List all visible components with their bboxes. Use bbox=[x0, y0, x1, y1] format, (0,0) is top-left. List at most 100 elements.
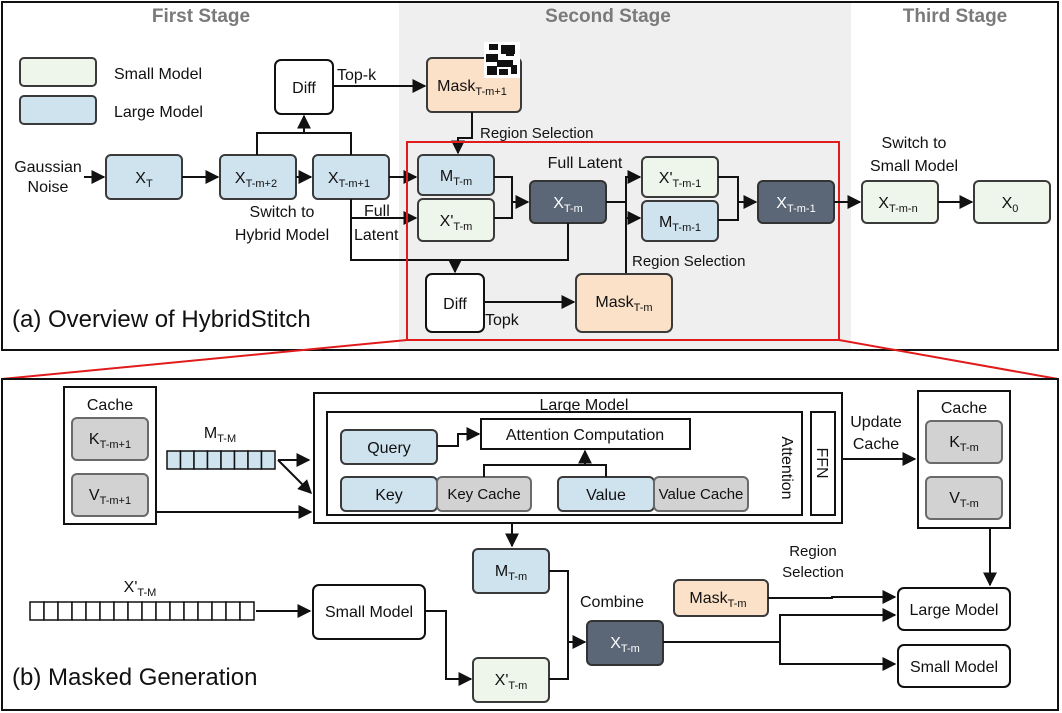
small-model-label: Small Model bbox=[325, 604, 413, 621]
small-token-cell bbox=[155, 601, 171, 621]
stage-second-title: Second Stage bbox=[545, 6, 671, 27]
combined-latent-output-label: XT-m bbox=[610, 635, 640, 655]
region-selection-b-label-2: Selection bbox=[782, 564, 844, 581]
cache-left-v-label: VT-m+1 bbox=[89, 487, 131, 507]
output-small-model-box bbox=[897, 644, 1011, 688]
small-token-label: X'T-M bbox=[124, 579, 157, 599]
small-token-cell bbox=[57, 601, 73, 621]
gaussian-noise-label-2: Noise bbox=[28, 179, 69, 196]
combine-label: Combine bbox=[580, 594, 644, 611]
update-cache-label-1: Update bbox=[850, 414, 902, 431]
legend-large-swatch bbox=[19, 95, 97, 125]
mask-token-strip bbox=[166, 450, 276, 470]
small-token-cell bbox=[141, 601, 157, 621]
switch-hybrid-label-1: Switch to bbox=[250, 204, 315, 221]
cache-right-v-label: VT-m bbox=[949, 490, 979, 510]
overview-frame bbox=[1, 1, 1059, 351]
latent-xt-label: XT bbox=[135, 170, 153, 190]
topk-bottom-label: Topk bbox=[485, 312, 520, 329]
region-selection-top-label: Region Selection bbox=[480, 125, 593, 142]
update-cache-label-2: Cache bbox=[853, 436, 899, 453]
mask-latent-tm1-box bbox=[641, 200, 719, 242]
region-selection-b-label-1: Region bbox=[789, 543, 837, 560]
ffn-label: FFN bbox=[813, 447, 830, 478]
zoom-highlight-frame bbox=[406, 141, 840, 341]
output-small-model-label: Small Model bbox=[910, 659, 998, 676]
overview-caption: (a) Overview of HybridStitch bbox=[12, 306, 311, 333]
attention-label: Attention bbox=[778, 436, 795, 499]
mask-token-cell bbox=[193, 450, 209, 470]
mask-latent-output-label: MT-m bbox=[495, 563, 527, 583]
stage-third-title: Third Stage bbox=[903, 6, 1008, 27]
small-latent-tm-box bbox=[417, 198, 495, 242]
small-token-cell bbox=[197, 601, 213, 621]
mask-token-cell bbox=[247, 450, 263, 470]
small-latent-output-label: X'T-m bbox=[495, 672, 528, 692]
output-large-model-box bbox=[897, 587, 1011, 631]
combined-latent-tm-label: XT-m bbox=[553, 195, 583, 215]
value-cache-box bbox=[653, 476, 749, 512]
small-token-cell bbox=[43, 601, 59, 621]
mask-token-cell bbox=[220, 450, 236, 470]
mask-top-label: MaskT-m+1 bbox=[437, 78, 507, 98]
cache-left-k-box bbox=[71, 417, 149, 461]
mask-latent-tm-label: MT-m bbox=[440, 168, 472, 188]
switch-small-label-2: Small Model bbox=[870, 158, 958, 175]
cache-right-title: Cache bbox=[941, 400, 987, 417]
small-latent-tm-label: X'T-m bbox=[440, 213, 473, 233]
small-token-cell bbox=[127, 601, 143, 621]
stage-first-title: First Stage bbox=[152, 6, 250, 27]
latent-xtmn-box bbox=[861, 180, 939, 224]
legend-small-label: Small Model bbox=[114, 66, 202, 83]
combined-latent-tm1-label: XT-m-1 bbox=[776, 195, 815, 215]
small-token-cell bbox=[211, 601, 227, 621]
full-latent-left-label-1: Full bbox=[364, 203, 390, 220]
mask-latent-tm-box bbox=[417, 154, 495, 196]
small-latent-tm1-box bbox=[641, 156, 719, 198]
mask-output-label: MaskT-m bbox=[689, 590, 746, 610]
small-token-cell bbox=[71, 601, 87, 621]
value-cache-label: Value Cache bbox=[659, 486, 744, 503]
combined-latent-tm1-box bbox=[757, 180, 835, 224]
small-token-cell bbox=[85, 601, 101, 621]
small-token-cell bbox=[113, 601, 129, 621]
latent-x0-box bbox=[973, 180, 1051, 224]
switch-small-label-1: Switch to bbox=[882, 135, 947, 152]
small-token-cell bbox=[99, 601, 115, 621]
small-token-cell bbox=[169, 601, 185, 621]
latent-xtmn-label: XT-m-n bbox=[878, 195, 917, 215]
diff-bottom-label: Diff bbox=[443, 296, 467, 313]
topk-label: Top-k bbox=[337, 67, 377, 84]
cache-right-k-label: KT-m bbox=[949, 434, 979, 454]
masked-generation-caption: (b) Masked Generation bbox=[12, 664, 257, 691]
query-label: Query bbox=[367, 440, 411, 457]
output-large-model-label: Large Model bbox=[910, 602, 999, 619]
small-token-cell bbox=[239, 601, 255, 621]
value-label: Value bbox=[586, 487, 626, 504]
latent-xtm1-label: XT-m+1 bbox=[328, 170, 370, 190]
latent-xtm1-box bbox=[312, 154, 390, 200]
mask-latent-tm1-label: MT-m-1 bbox=[659, 214, 701, 234]
mask-tm-label: MaskT-m bbox=[595, 294, 652, 314]
gaussian-noise-label-1: Gaussian bbox=[14, 159, 82, 176]
mask-token-cell bbox=[260, 450, 276, 470]
switch-hybrid-label-2: Hybrid Model bbox=[235, 227, 329, 244]
mask-token-cell bbox=[166, 450, 182, 470]
small-token-strip bbox=[29, 601, 255, 621]
cache-left-k-label: KT-m+1 bbox=[89, 431, 131, 451]
legend-large-label: Large Model bbox=[114, 104, 203, 121]
mask-token-cell bbox=[179, 450, 195, 470]
cache-left-title: Cache bbox=[87, 397, 133, 414]
attention-computation-label: Attention Computation bbox=[506, 427, 664, 444]
diff-top-label: Diff bbox=[292, 80, 316, 97]
small-token-cell bbox=[183, 601, 199, 621]
cache-left-v-box bbox=[71, 473, 149, 517]
mask-token-cell bbox=[206, 450, 222, 470]
latent-x0-label: X0 bbox=[1002, 195, 1019, 215]
large-model-title: Large Model bbox=[540, 397, 629, 414]
ffn-block bbox=[810, 411, 836, 516]
small-token-cell bbox=[225, 601, 241, 621]
key-label: Key bbox=[375, 487, 403, 504]
legend-small-swatch bbox=[19, 57, 97, 87]
